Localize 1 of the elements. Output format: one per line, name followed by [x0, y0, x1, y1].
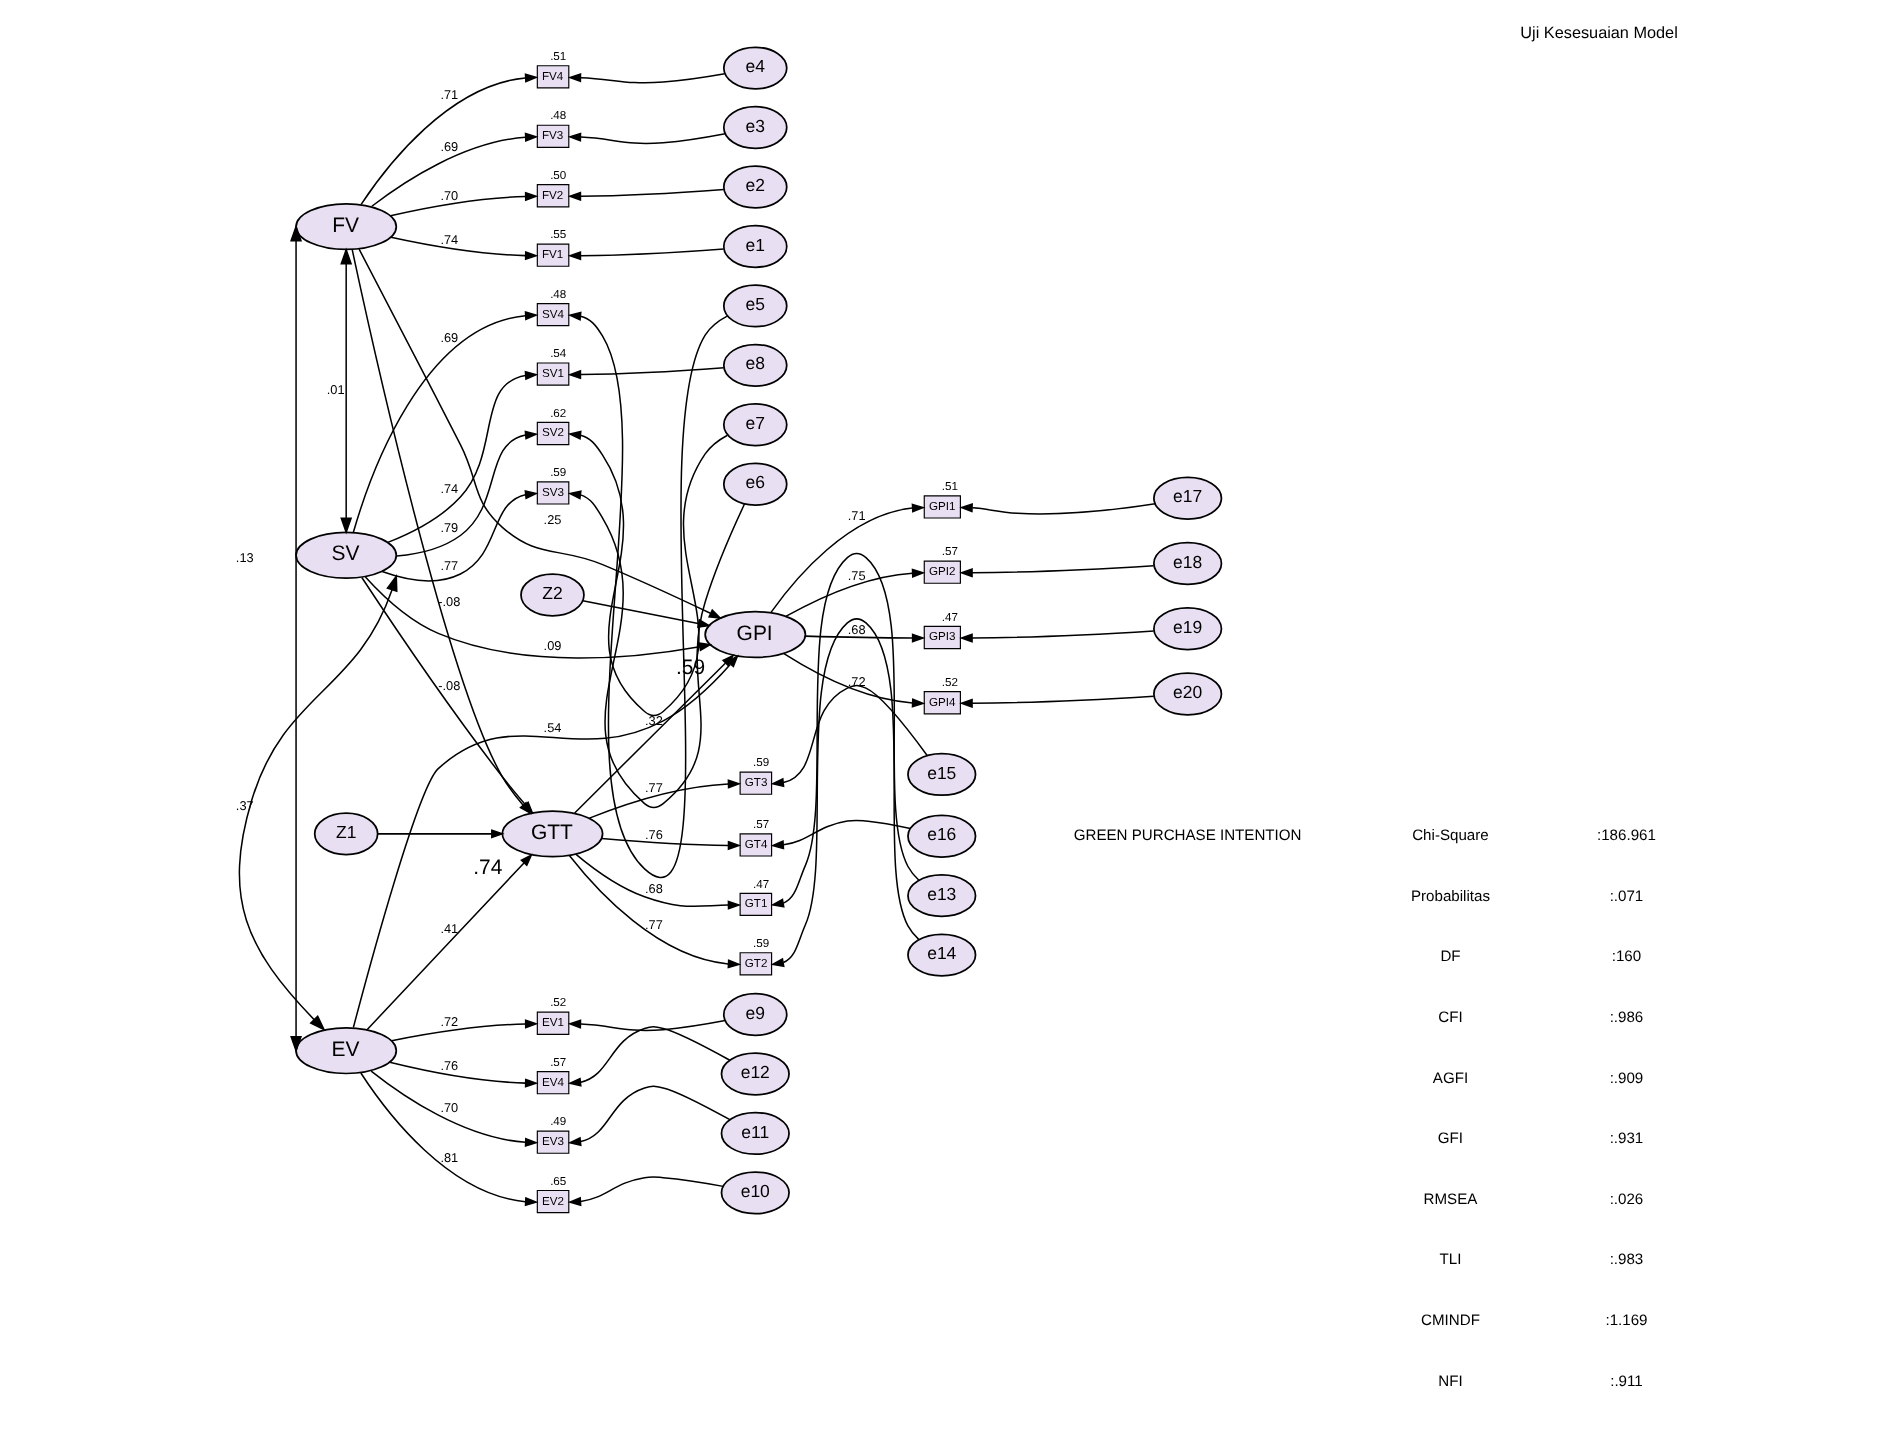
node-label: .74: [472, 857, 502, 880]
